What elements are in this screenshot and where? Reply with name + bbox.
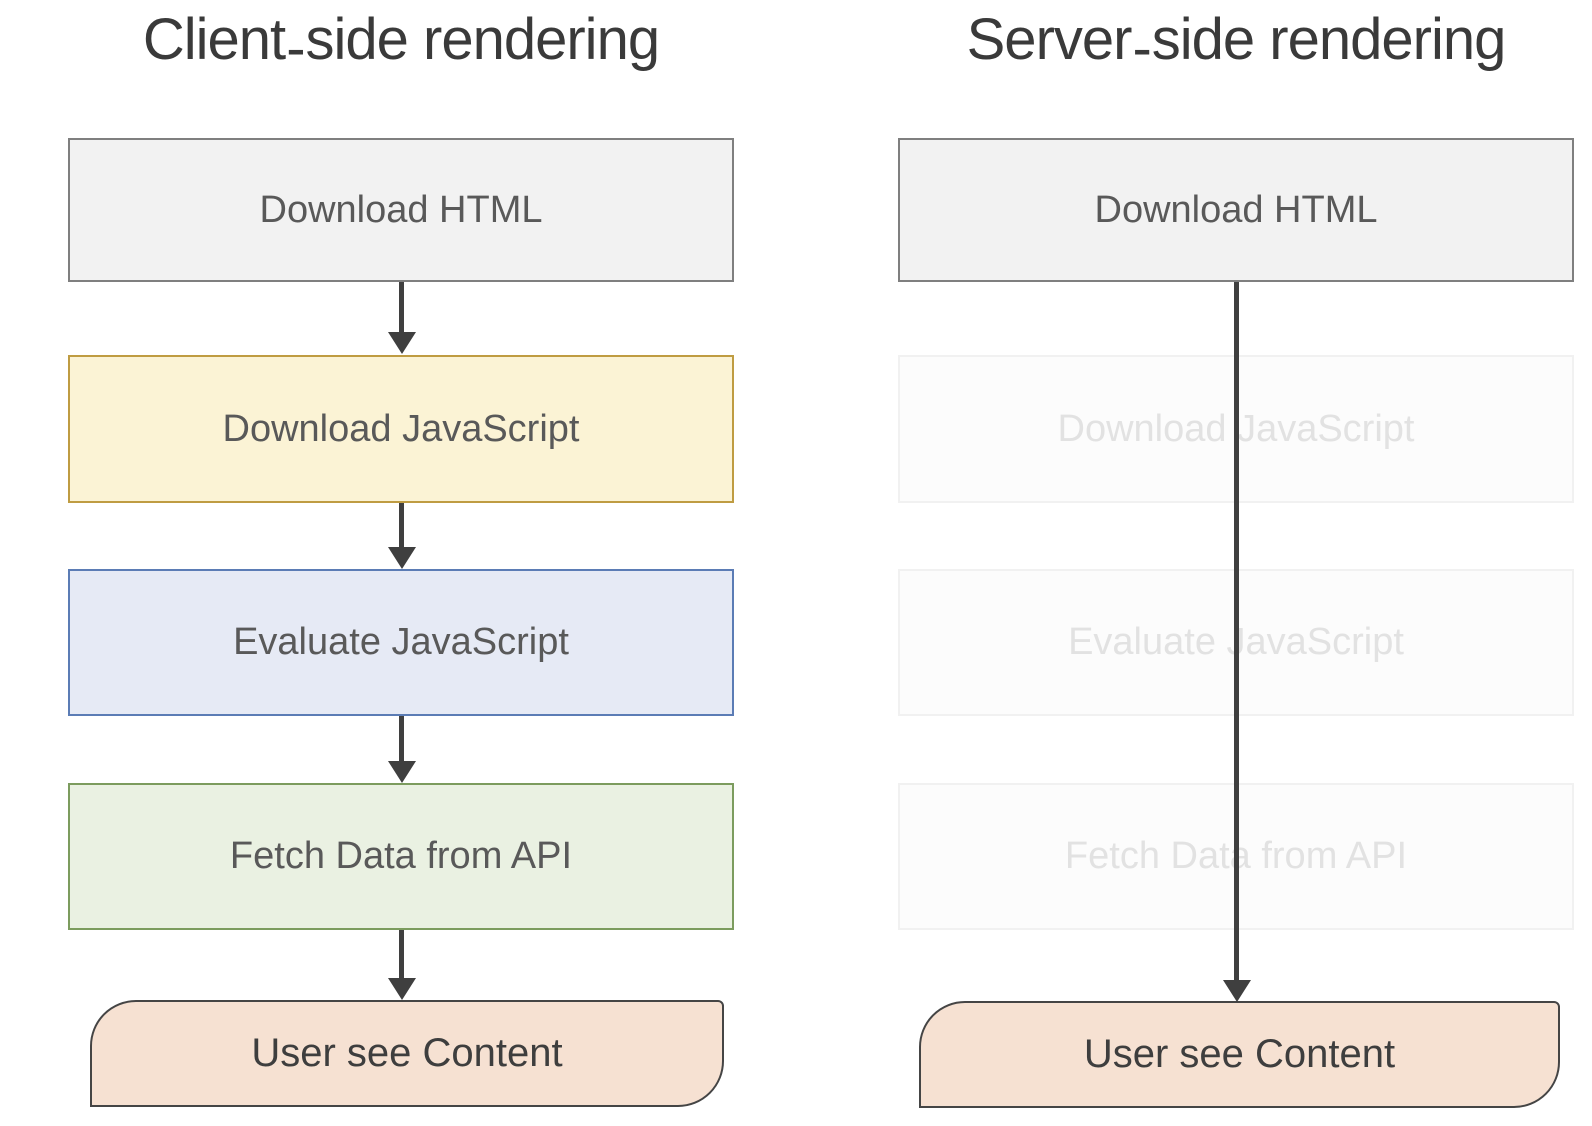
- step-box-download-html: Download HTML: [68, 138, 734, 282]
- step-box-download-html: Download HTML: [898, 138, 1574, 282]
- step-box-fetch-data-from-api: Fetch Data from API: [68, 783, 734, 930]
- client-side-title: Client-side rendering: [68, 0, 734, 81]
- flow-arrow-shaft: [399, 716, 404, 761]
- flow-arrow-shaft: [399, 930, 404, 978]
- title-rest: side rendering: [305, 6, 661, 72]
- step-box-download-javascript: Download JavaScript: [68, 355, 734, 503]
- title-separator: -: [286, 15, 305, 81]
- flow-arrow-shaft-long: [1234, 282, 1239, 980]
- flow-arrowhead-icon: [388, 332, 416, 354]
- step-box-user-see-content: User see Content: [90, 1000, 724, 1107]
- title-separator: -: [1132, 15, 1151, 81]
- flow-arrow-shaft: [399, 503, 404, 547]
- step-label: Download JavaScript: [222, 407, 580, 450]
- step-label: Evaluate JavaScript: [233, 621, 569, 663]
- title-rest: side rendering: [1151, 6, 1507, 72]
- title-word: Client: [142, 6, 286, 72]
- flow-arrowhead-icon: [388, 761, 416, 783]
- title-word: Server: [966, 6, 1133, 72]
- server-side-title: Server-side rendering: [898, 0, 1574, 81]
- step-label: Fetch Data from API: [229, 835, 573, 877]
- flow-arrowhead-icon: [1223, 980, 1251, 1002]
- step-label: User see Content: [251, 1031, 563, 1075]
- flow-arrowhead-icon: [388, 547, 416, 569]
- step-box-user-see-content: User see Content: [919, 1001, 1560, 1108]
- step-label: Download HTML: [259, 188, 543, 231]
- flow-arrow-shaft: [399, 282, 404, 332]
- step-label: User see Content: [1083, 1032, 1396, 1076]
- step-box-evaluate-javascript: Evaluate JavaScript: [68, 569, 734, 716]
- flow-arrowhead-icon: [388, 978, 416, 1000]
- step-label: Download HTML: [1094, 188, 1378, 231]
